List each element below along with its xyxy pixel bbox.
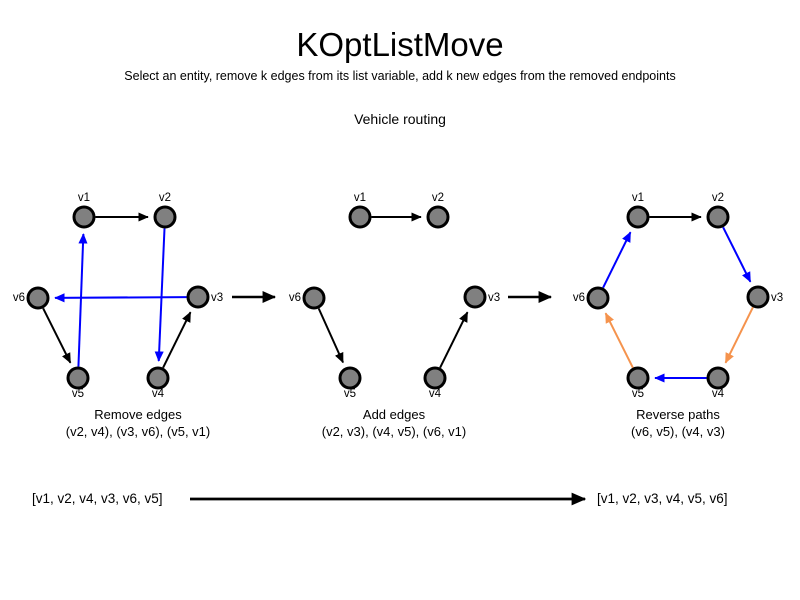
panel-remove-node-label-v4: v4 [152, 388, 165, 400]
panel-add-node-v3[interactable] [463, 285, 487, 309]
panel-remove-node-label-v5: v5 [72, 388, 84, 400]
panel-remove-node-v2[interactable] [153, 205, 177, 229]
panel-add-edge-v4-v3 [439, 311, 469, 369]
panel-reverse-node-v1[interactable] [626, 205, 650, 229]
panel-reverse-caption-title: Reverse paths [636, 407, 720, 422]
panel-add-node-v5[interactable] [338, 366, 362, 390]
panel-reverse-node-v3[interactable] [746, 285, 770, 309]
list-transition-layer: [v1, v2, v4, v3, v6, v5] [v1, v2, v3, v4,… [32, 491, 728, 506]
panel-remove-caption-title: Remove edges [94, 407, 182, 422]
list-after: [v1, v2, v3, v4, v5, v6] [597, 491, 728, 506]
panel-remove-node-v5[interactable] [66, 366, 90, 390]
panel-reverse-node-label-v5: v5 [632, 388, 644, 400]
panel-reverse-node-v4[interactable] [706, 366, 730, 390]
panel-add-node-v6[interactable] [302, 286, 326, 310]
panel-add-edge-v6-v5 [317, 308, 344, 364]
panel-add-caption-title: Add edges [363, 407, 426, 422]
panel-reverse-caption: Reverse paths (v6, v5), (v4, v3) [631, 407, 725, 439]
panel-reverse [602, 212, 754, 383]
panel-reverse-edge-v3-v4 [724, 306, 754, 364]
captions-layer: Remove edges (v2, v4), (v3, v6), (v5, v1)… [66, 407, 725, 439]
panel-remove-edge-v5-v1 [77, 233, 88, 367]
panel-add-node-label-v1: v1 [354, 192, 366, 204]
panel-add-caption-detail: (v2, v3), (v4, v5), (v6, v1) [322, 424, 466, 439]
panel-remove-caption: Remove edges (v2, v4), (v3, v6), (v5, v1) [66, 407, 210, 439]
panel-add-node-v4[interactable] [423, 366, 447, 390]
panel-remove-edge-v3-v6 [54, 293, 187, 303]
panel-reverse-node-v5[interactable] [626, 366, 650, 390]
panel-reverse-node-v2[interactable] [706, 205, 730, 229]
panel-add-caption: Add edges (v2, v3), (v4, v5), (v6, v1) [322, 407, 466, 439]
panel-reverse-nodes: v1 v2 v3 v4 v5 v6 [573, 192, 783, 400]
panel-add-node-v1[interactable] [348, 205, 372, 229]
panel-remove-nodes: v1 v2 v3 v4 v5 v6 [13, 192, 223, 400]
panel-remove-node-v6[interactable] [26, 286, 50, 310]
panel-add-node-label-v3: v3 [488, 292, 500, 304]
panel-remove-edge-v4-v3 [162, 311, 192, 369]
edges-layer [42, 212, 754, 383]
page-subtitle: Select an entity, remove k edges from it… [124, 69, 676, 83]
panel-add [317, 212, 469, 369]
panel-add-node-label-v4: v4 [429, 388, 442, 400]
panel-add-nodes: v1 v2 v3 v4 v5 v6 [289, 192, 500, 400]
panel-reverse-edge-v5-v6 [604, 312, 634, 369]
panel-reverse-node-label-v2: v2 [712, 192, 724, 204]
panel-add-node-label-v2: v2 [432, 192, 444, 204]
page-title: KOptListMove [296, 26, 504, 63]
panel-remove-node-label-v1: v1 [78, 192, 90, 204]
panel-add-node-label-v5: v5 [344, 388, 356, 400]
panel-add-node-v2[interactable] [426, 205, 450, 229]
panel-remove-edge-v6-v5 [42, 307, 72, 364]
panel-reverse-node-label-v3: v3 [771, 292, 783, 304]
panel-reverse-node-v6[interactable] [586, 286, 610, 310]
panel-reverse-node-label-v6: v6 [573, 292, 585, 304]
panel-remove [42, 212, 192, 369]
panel-reverse-node-label-v1: v1 [632, 192, 644, 204]
panel-remove-node-v4[interactable] [146, 366, 170, 390]
panel-reverse-edge-v2-v3 [722, 226, 752, 283]
panel-remove-node-label-v2: v2 [159, 192, 171, 204]
panel-remove-edge-v2-v4 [154, 228, 166, 362]
panel-remove-caption-detail: (v2, v4), (v3, v6), (v5, v1) [66, 424, 210, 439]
panel-reverse-caption-detail: (v6, v5), (v4, v3) [631, 424, 725, 439]
panel-remove-node-v1[interactable] [72, 205, 96, 229]
panel-reverse-edge-v6-v1 [602, 231, 632, 289]
panel-reverse-node-label-v4: v4 [712, 388, 725, 400]
panel-add-node-label-v6: v6 [289, 292, 301, 304]
panel-remove-node-label-v6: v6 [13, 292, 25, 304]
list-before: [v1, v2, v4, v3, v6, v5] [32, 491, 163, 506]
panel-remove-node-label-v3: v3 [211, 292, 223, 304]
nodes-layer: v1 v2 v3 v4 v5 v6 v1 v2 v3 v4 v5 v6 v1 v2 v3 v4 v5 v6 [13, 192, 783, 400]
panel-remove-node-v3[interactable] [186, 285, 210, 309]
section-label: Vehicle routing [354, 111, 446, 127]
